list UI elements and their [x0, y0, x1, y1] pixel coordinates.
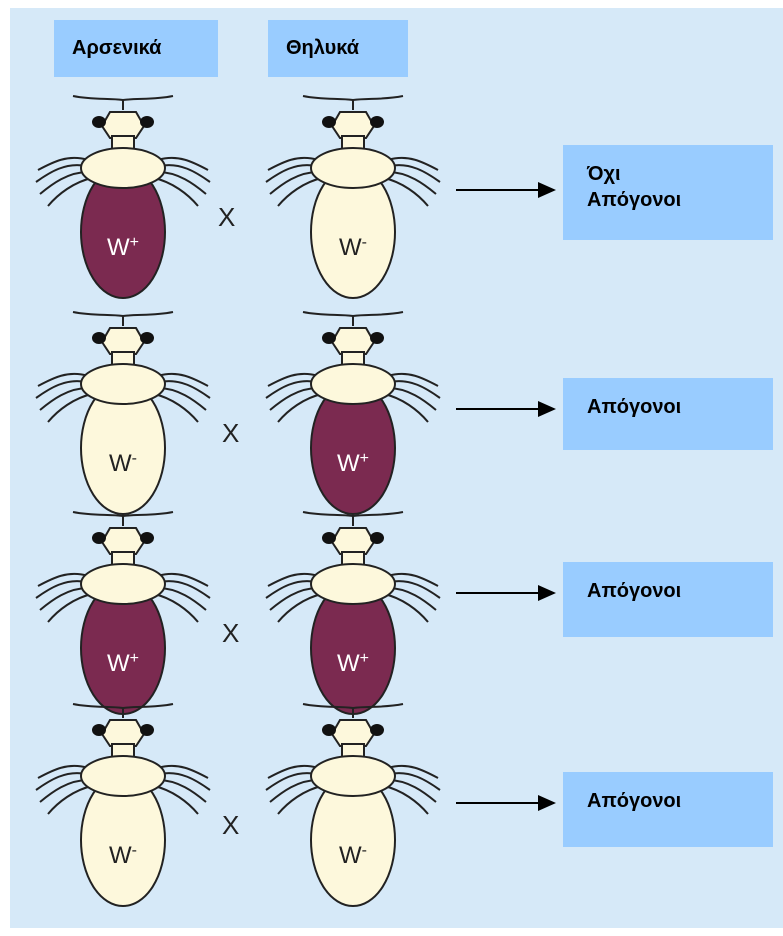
arrow: [456, 189, 554, 191]
female-header: Θηλυκά: [268, 20, 408, 77]
arrow: [456, 802, 554, 804]
arrow: [456, 408, 554, 410]
genotype-label: W-: [28, 842, 218, 870]
male-fly-1: W+: [28, 92, 218, 302]
female-fly-2: W+: [258, 308, 448, 518]
male-fly-3: W+: [28, 508, 218, 718]
cross-symbol: X: [218, 202, 235, 233]
result-label: Απόγονοι: [587, 578, 773, 604]
offspring-result-box: Απόγονοι: [563, 562, 773, 637]
result-label: Όχι: [587, 161, 773, 187]
female-fly-3: W+: [258, 508, 448, 718]
cross-symbol: X: [222, 618, 239, 649]
result-label: Απόγονοι: [587, 187, 773, 213]
offspring-result-box: Απόγονοι: [563, 378, 773, 450]
offspring-result-box: Απόγονοι: [563, 772, 773, 847]
genotype-label: W-: [28, 450, 218, 478]
cross-symbol: X: [222, 810, 239, 841]
cross-symbol: X: [222, 418, 239, 449]
arrow: [456, 592, 554, 594]
female-fly-4: W-: [258, 700, 448, 910]
male-fly-2: W-: [28, 308, 218, 518]
genotype-label: W+: [258, 650, 448, 678]
result-label: Απόγονοι: [587, 394, 773, 420]
genotype-label: W-: [258, 842, 448, 870]
male-fly-4: W-: [28, 700, 218, 910]
female-fly-1: W-: [258, 92, 448, 302]
result-label: Απόγονοι: [587, 788, 773, 814]
genotype-label: W+: [28, 650, 218, 678]
genotype-label: W-: [258, 234, 448, 262]
male-header: Αρσενικά: [54, 20, 218, 77]
genotype-label: W+: [258, 450, 448, 478]
genotype-label: W+: [28, 234, 218, 262]
